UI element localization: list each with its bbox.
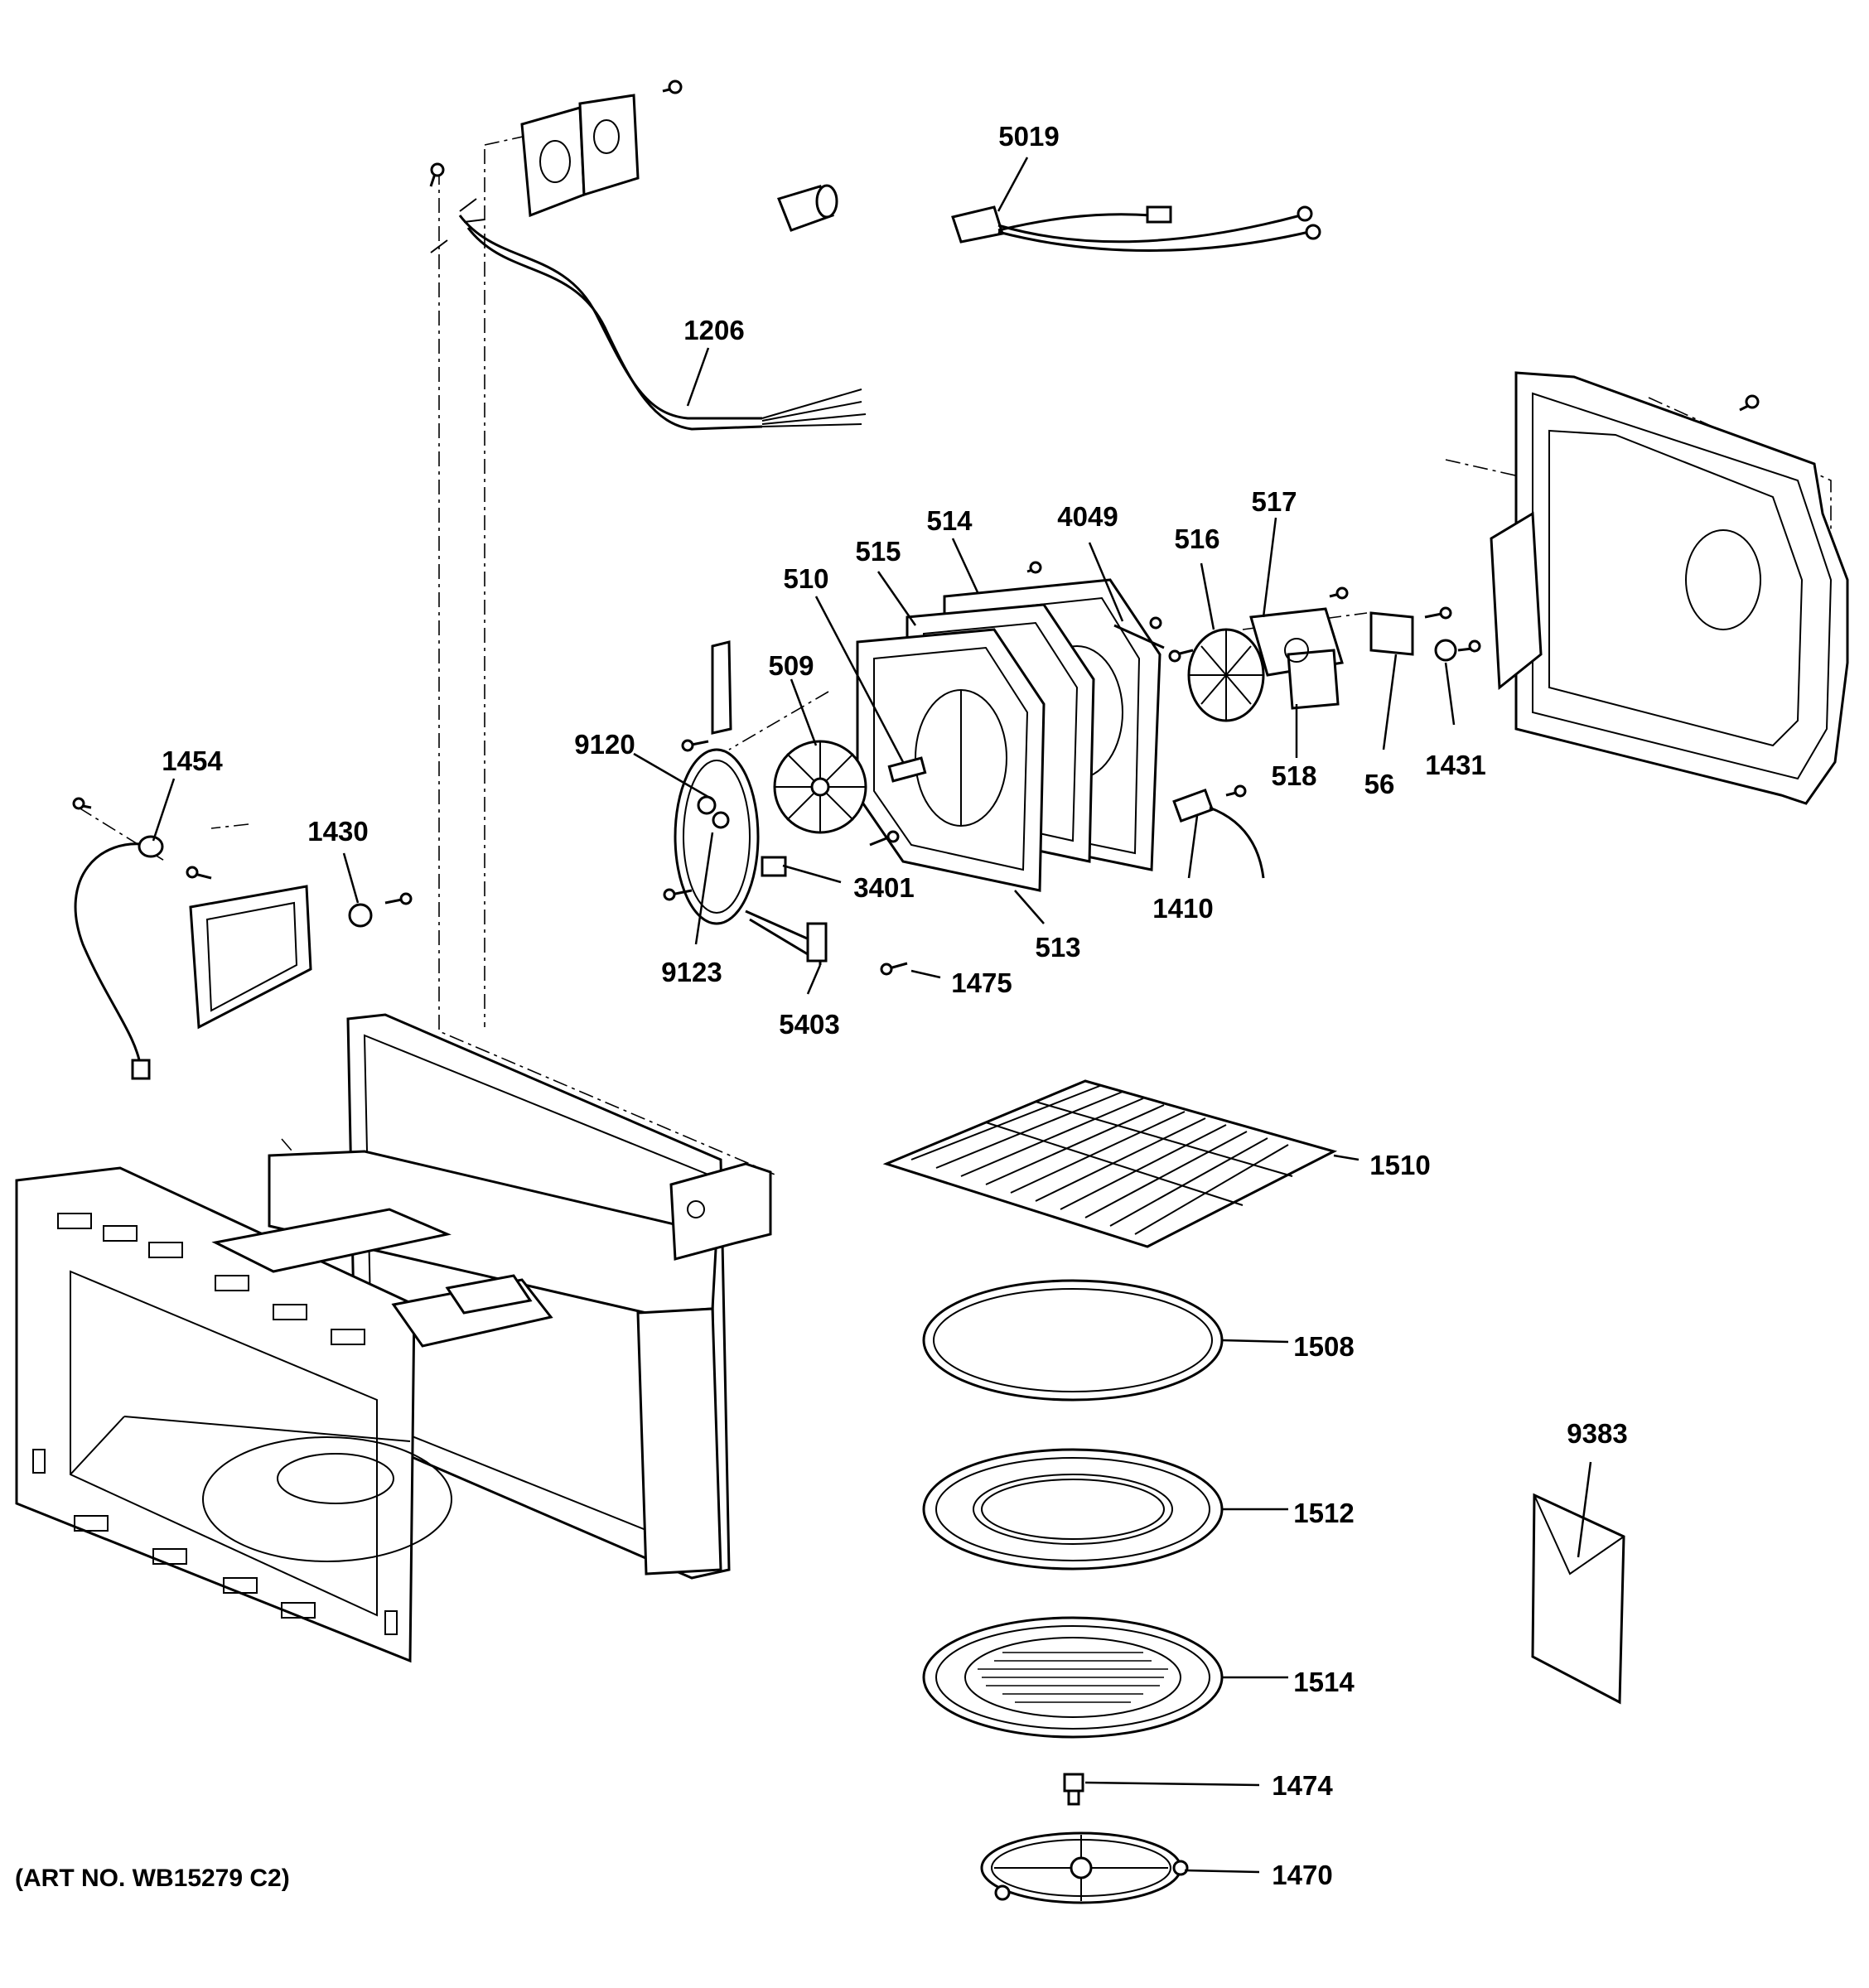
bracket-56	[1369, 606, 1481, 662]
screw-1475	[880, 962, 908, 976]
callout-1206: 1206	[683, 315, 744, 345]
shaft-pin-4049	[1026, 561, 1165, 649]
convection-fan-509	[773, 740, 867, 834]
oven-rack-1510	[882, 1079, 1338, 1248]
roller-ring-1470	[980, 1831, 1189, 1904]
sensor-harness-1454	[72, 797, 164, 1080]
fan-blade-516	[1168, 628, 1265, 722]
callout-9123: 9123	[661, 957, 722, 987]
back-housing	[1490, 371, 1849, 805]
callout-1475: 1475	[951, 967, 1012, 998]
art-number-caption: (ART NO. WB15279 C2)	[15, 1865, 290, 1892]
callout-9120: 9120	[574, 729, 635, 760]
grill-tray-1514	[922, 1616, 1224, 1739]
literature-envelope-9383	[1531, 1493, 1625, 1705]
shaft-510	[887, 756, 927, 783]
callout-3401: 3401	[853, 872, 914, 903]
leader-lines	[152, 157, 1592, 1874]
callout-1474: 1474	[1272, 1770, 1333, 1801]
heater-element-5403	[663, 748, 900, 965]
coupler-1474	[1063, 1773, 1084, 1806]
small-bracket	[681, 640, 732, 752]
bracket-1430	[186, 866, 413, 1030]
callout-1508: 1508	[1293, 1331, 1354, 1362]
ferrite-core	[777, 184, 838, 232]
callout-5403: 5403	[779, 1009, 839, 1040]
callout-509: 509	[768, 650, 814, 681]
callout-1514: 1514	[1293, 1667, 1355, 1697]
callout-1431: 1431	[1425, 750, 1485, 780]
wire-harness-5019	[951, 205, 1321, 252]
callout-9383: 9383	[1567, 1418, 1627, 1449]
callout-514: 514	[926, 505, 973, 536]
fan-motor-518	[1249, 586, 1349, 710]
callout-513: 513	[1035, 932, 1080, 963]
callout-1512: 1512	[1293, 1498, 1354, 1528]
top-bracket	[429, 80, 683, 218]
ring-support-1508	[922, 1279, 1224, 1402]
callout-1430: 1430	[307, 816, 368, 847]
wire-harness-1206	[430, 198, 867, 431]
callout-1410: 1410	[1152, 893, 1213, 924]
callout-56: 56	[1364, 769, 1395, 799]
callout-510: 510	[783, 563, 828, 594]
callout-1454: 1454	[162, 746, 223, 776]
callout-515: 515	[855, 536, 901, 567]
callout-4049: 4049	[1057, 501, 1118, 532]
callout-517: 517	[1251, 486, 1297, 517]
callout-1510: 1510	[1369, 1150, 1430, 1180]
callout-1470: 1470	[1272, 1860, 1332, 1890]
callout-5019: 5019	[998, 121, 1059, 152]
cover-frame-513	[856, 628, 1046, 892]
callout-labels: 5019 1206 514 4049 516 517 515 510 509 9…	[162, 121, 1627, 1890]
thermistor-1410	[1172, 784, 1265, 879]
callout-516: 516	[1174, 524, 1219, 554]
oven-cavity	[15, 1013, 772, 1663]
turntable-tray-1512	[922, 1448, 1224, 1571]
callout-518: 518	[1271, 760, 1316, 791]
